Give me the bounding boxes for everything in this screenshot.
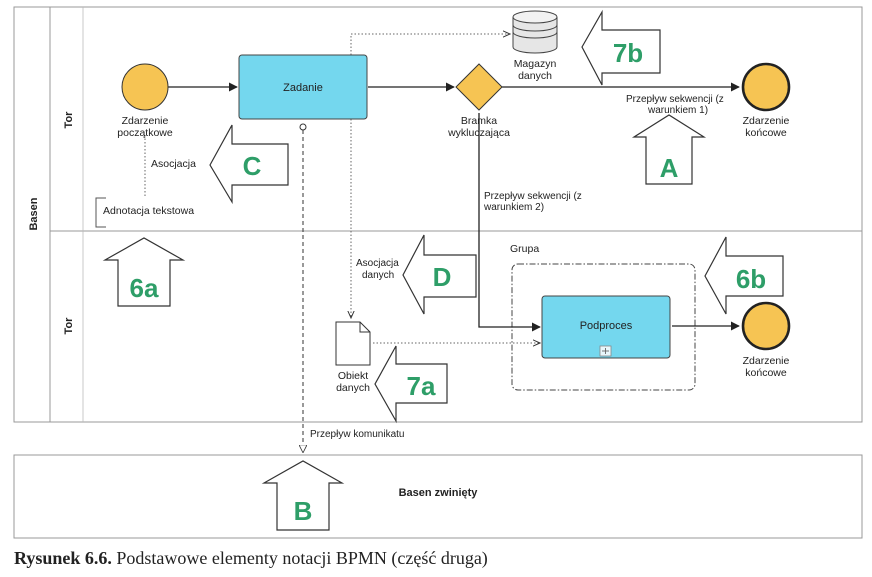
gateway-label-1: Bramka <box>461 115 497 127</box>
lane-top-label: Tor <box>63 111 75 129</box>
text-annotation-label: Adnotacja tekstowa <box>103 205 194 217</box>
collapsed-pool: Basen zwinięty <box>13 454 863 539</box>
task: Zadanie <box>238 54 368 120</box>
datastore-label-1: Magazyn <box>514 58 557 70</box>
datastore-label-2: danych <box>518 70 552 82</box>
seq-flow-1-label-2: warunkiem 1) <box>647 105 708 116</box>
figure-caption-text: Podstawowe elementy notacji BPMN (część … <box>111 548 488 568</box>
data-object: Obiekt danych <box>335 321 371 394</box>
end-event-bottom-label-1: Zdarzenie <box>743 355 790 367</box>
end-event-top: Zdarzenie końcowe <box>741 62 791 139</box>
marker-C: C <box>209 124 289 205</box>
svg-text:B: B <box>294 496 313 526</box>
dataobject-label-2: danych <box>336 382 370 394</box>
figure-caption: Rysunek 6.6. Podstawowe elementy notacji… <box>14 548 488 569</box>
task-label: Zadanie <box>283 82 323 94</box>
start-event-label-1: Zdarzenie <box>122 115 169 127</box>
marker-6a: 6a <box>102 237 186 307</box>
marker-7a: 7a <box>374 345 448 424</box>
marker-A: A <box>631 114 707 185</box>
collapsed-pool-label: Basen zwinięty <box>399 487 479 499</box>
marker-6b: 6b <box>704 236 784 315</box>
seq-flow-2-label-1: Przepływ sekwencji (z <box>484 191 582 202</box>
dataobject-label-1: Obiekt <box>338 370 368 382</box>
marker-B: B <box>261 460 345 531</box>
svg-text:6b: 6b <box>736 264 766 294</box>
assoc-task-to-datastore <box>350 34 510 55</box>
group-label: Grupa <box>510 243 539 255</box>
figure-caption-number: Rysunek 6.6. <box>14 548 112 568</box>
sequence-flows <box>151 82 740 332</box>
associations <box>144 34 540 343</box>
svg-text:C: C <box>243 151 262 181</box>
text-annotation: Adnotacja tekstowa <box>95 197 194 228</box>
subprocess-label: Podproces <box>580 320 633 332</box>
marker-D: D <box>402 234 477 315</box>
end-event-bottom-label-2: końcowe <box>745 367 787 379</box>
end-event-top-label-2: końcowe <box>745 127 787 139</box>
data-store: Magazyn danych <box>512 10 558 82</box>
seq-flow-2-label-2: warunkiem 2) <box>483 202 544 213</box>
data-assoc-label-1: Asocjacja <box>356 258 399 269</box>
end-event-top-label-1: Zdarzenie <box>743 115 790 127</box>
association-label: Asocjacja <box>151 158 196 170</box>
start-event: Zdarzenie początkowe <box>117 63 173 139</box>
message-flow-label: Przepływ komunikatu <box>310 429 404 440</box>
svg-text:7a: 7a <box>407 371 436 401</box>
svg-text:6a: 6a <box>130 273 159 303</box>
svg-text:7b: 7b <box>613 38 643 68</box>
data-assoc-label-2: danych <box>362 270 394 281</box>
end-event-bottom: Zdarzenie końcowe <box>741 301 791 379</box>
pool-label: Basen <box>28 197 40 230</box>
lane-bottom-label: Tor <box>63 317 75 335</box>
subprocess: Podproces <box>541 295 671 359</box>
flow-gateway-to-subprocess <box>478 113 541 332</box>
gateway-label-2: wykluczająca <box>447 127 510 139</box>
exclusive-gateway: Bramka wykluczająca <box>447 63 510 139</box>
svg-text:D: D <box>433 262 452 292</box>
start-event-label-2: początkowe <box>117 127 173 139</box>
connector-labels: Asocjacja Przepływ sekwencji (z warunkie… <box>151 94 724 440</box>
message-flow <box>300 123 306 452</box>
seq-flow-1-label-1: Przepływ sekwencji (z <box>626 94 724 105</box>
svg-text:A: A <box>660 153 679 183</box>
marker-7b: 7b <box>581 9 661 86</box>
